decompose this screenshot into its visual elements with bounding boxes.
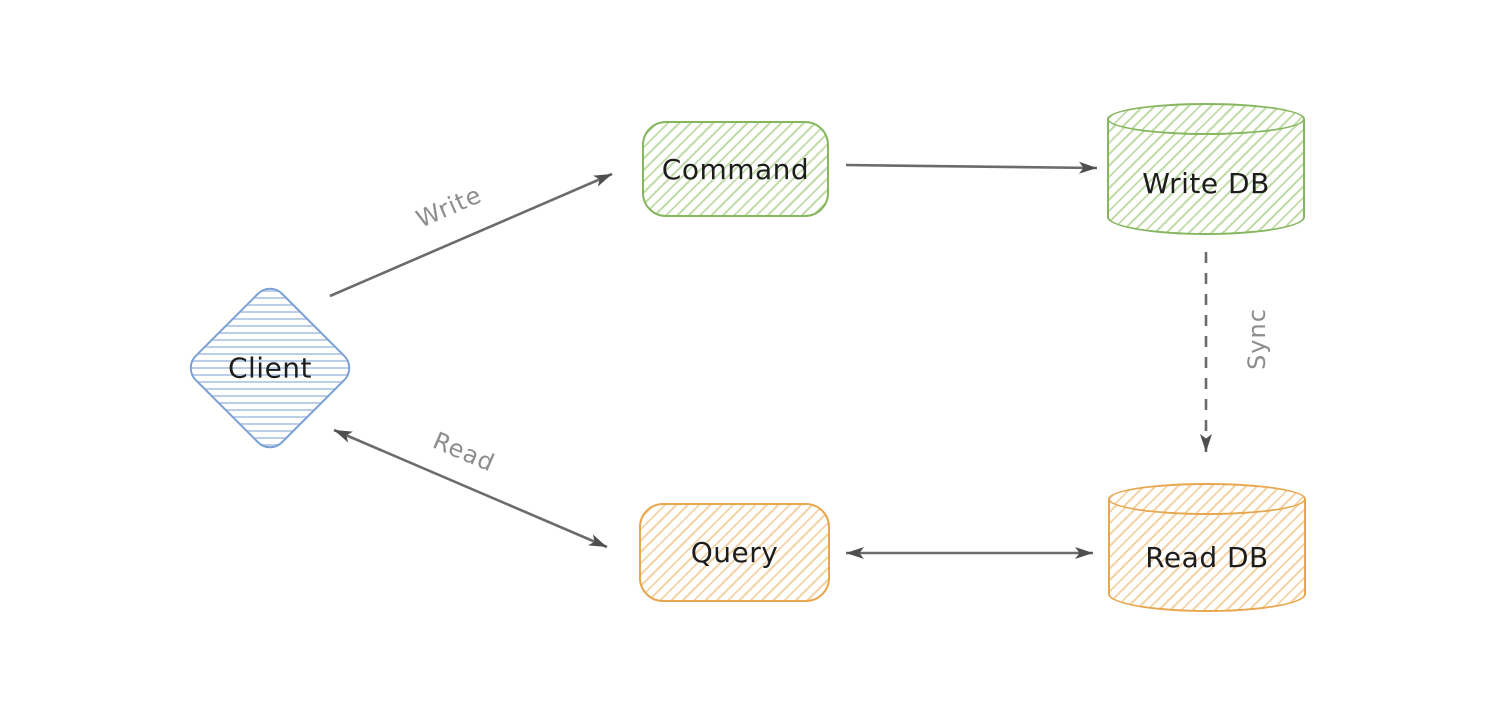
edge-client-to-query[interactable] (333, 428, 608, 549)
node-read-db-label: Read DB (1145, 541, 1269, 574)
read-db-cylinder-top (1108, 483, 1306, 515)
node-command-label: Command (661, 152, 810, 186)
node-read-db[interactable]: Read DB (1108, 483, 1306, 612)
node-query-label: Query (690, 536, 779, 569)
write-db-cylinder-body (1107, 119, 1305, 235)
edge-label-sync: Sync (1243, 308, 1271, 370)
node-command[interactable]: Command (642, 121, 829, 217)
edge-command-to-write-db[interactable] (845, 161, 1098, 174)
read-db-cylinder-body (1108, 499, 1306, 612)
node-client-label: Client (227, 351, 313, 385)
write-db-cylinder-top (1107, 103, 1305, 135)
node-write-db-label: Write DB (1142, 167, 1270, 200)
node-write-db[interactable]: Write DB (1107, 103, 1305, 235)
node-query[interactable]: Query (639, 503, 830, 602)
edge-client-to-command[interactable] (329, 172, 613, 298)
